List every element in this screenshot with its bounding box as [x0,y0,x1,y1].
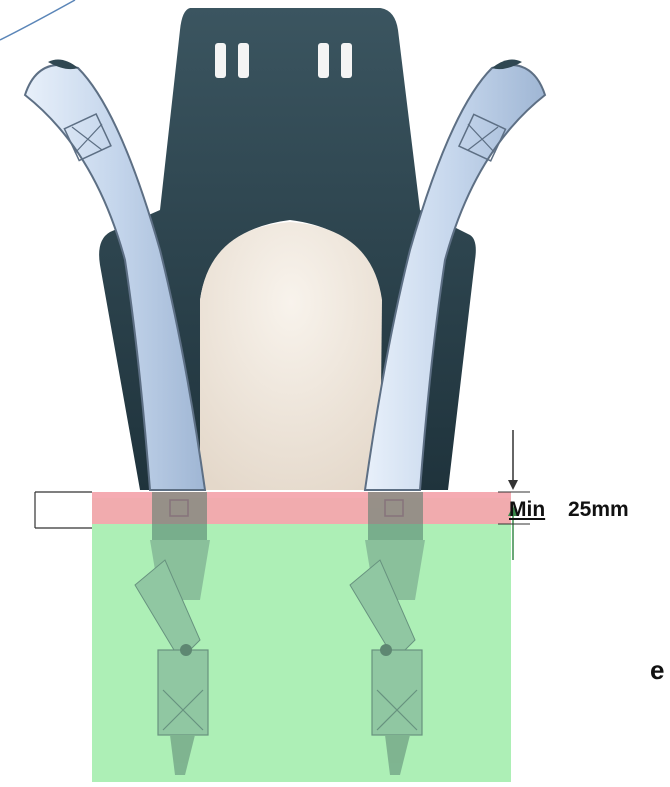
min-label: Min [509,498,545,522]
dimension-arrow-down-icon [498,430,530,492]
min-value: 25mm [568,498,629,522]
edge-text: e [650,655,664,686]
left-bracket [35,492,92,528]
corner-line [0,0,75,40]
